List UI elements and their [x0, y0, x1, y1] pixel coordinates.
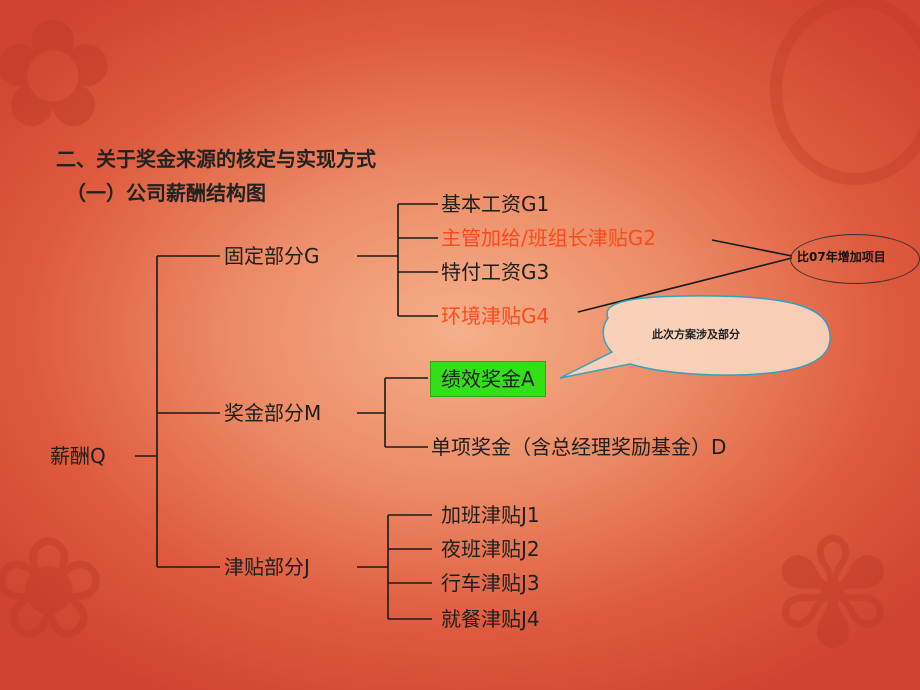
seal-ornament-icon: ✾ [770, 508, 896, 682]
seal-ornament-icon: ❀ [0, 508, 108, 671]
tree-root: 薪酬Q [50, 444, 106, 468]
new-items-callout: 比07年增加项目 [797, 250, 886, 264]
leaf-d: 单项奖金（含总经理奖励基金）D [431, 435, 727, 459]
leaf-j3: 行车津贴J3 [441, 571, 540, 595]
callout-pointer-g4 [577, 257, 793, 313]
leaf-g4: 环境津贴G4 [441, 304, 550, 328]
callout-pointer-g2 [711, 239, 793, 257]
leaf-g2: 主管加给/班组长津贴G2 [441, 226, 656, 250]
scope-callout: 此次方案涉及部分 [652, 328, 740, 341]
leaf-g3: 特付工资G3 [441, 260, 550, 284]
branch-allowance: 津贴部分J [224, 555, 310, 579]
leaf-j2: 夜班津贴J2 [441, 537, 540, 561]
slide-subtitle: （一）公司薪酬结构图 [66, 181, 266, 205]
leaf-j1: 加班津贴J1 [441, 503, 540, 527]
branch-fixed: 固定部分G [224, 244, 320, 268]
leaf-a-highlighted: 绩效奖金A [430, 361, 546, 397]
seal-ornament-icon: ✿ [0, 0, 116, 162]
leaf-j4: 就餐津贴J4 [441, 607, 540, 631]
slide-title: 二、关于奖金来源的核定与实现方式 [56, 147, 376, 171]
scope-speech-bubble [559, 295, 831, 379]
leaf-g1: 基本工资G1 [441, 192, 550, 216]
branch-bonus: 奖金部分M [224, 401, 322, 425]
